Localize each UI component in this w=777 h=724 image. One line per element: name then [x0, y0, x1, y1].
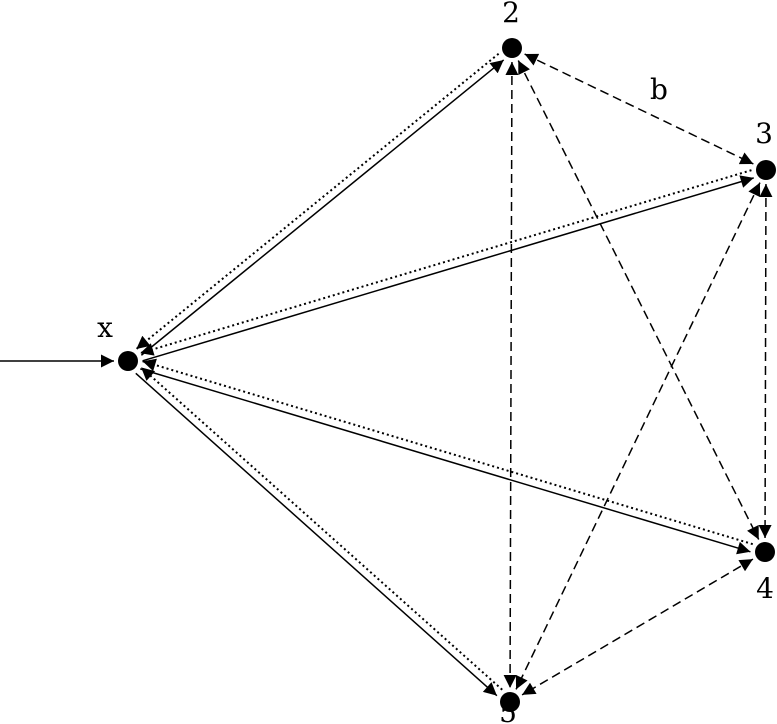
- node-label-4: 4: [756, 572, 774, 605]
- edge-x-4-solid: [140, 368, 751, 555]
- edge-5-x-dotted: [140, 366, 503, 691]
- labels-layer: b x 2 3 4 5: [97, 0, 774, 724]
- edges-layer: [0, 52, 773, 697]
- node-5: [500, 692, 520, 712]
- node-label-x: x: [97, 311, 113, 344]
- edge-4-5-dashed: [521, 558, 754, 696]
- node-2: [502, 38, 522, 58]
- nodes-layer: [118, 38, 776, 712]
- edge-2-x-dotted: [135, 52, 500, 350]
- node-x: [118, 351, 138, 371]
- node-3: [756, 160, 776, 180]
- edge-label-2-3: b: [650, 73, 668, 106]
- edge-3-x-dotted: [139, 169, 752, 356]
- edge-2-4-dashed: [517, 60, 760, 540]
- edge-x-2-solid: [140, 59, 505, 356]
- edge-2-5-dashed: [503, 61, 519, 689]
- node-label-5: 5: [499, 696, 517, 724]
- node-label-3: 3: [755, 117, 773, 150]
- edge-x-5-solid: [135, 372, 498, 697]
- edge-3-4-dashed: [758, 183, 773, 539]
- node-4: [755, 542, 775, 562]
- edge-2-3-dashed: [524, 53, 754, 165]
- node-label-2: 2: [502, 0, 520, 29]
- edge-3-5-dashed: [515, 182, 761, 690]
